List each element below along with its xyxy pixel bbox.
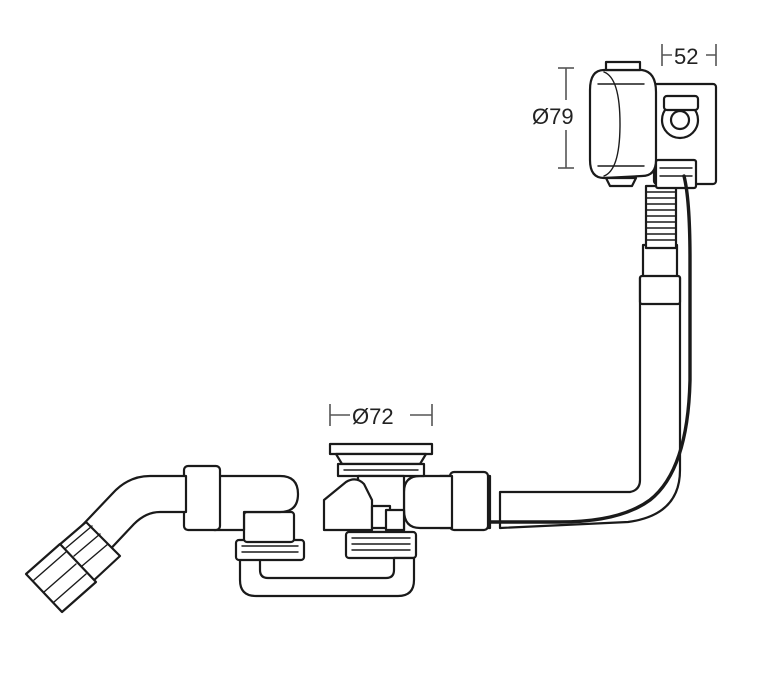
dimension-overflow-diameter: Ø79 xyxy=(530,67,586,169)
overflow-depth-label: 52 xyxy=(674,44,698,69)
outlet-pipe xyxy=(24,474,188,614)
bowden-cable xyxy=(418,174,692,524)
waste-outlet xyxy=(322,442,434,560)
overflow-head xyxy=(588,60,718,190)
overflow-diameter-label: Ø79 xyxy=(532,104,574,129)
elbow-connector xyxy=(182,464,300,532)
trap-bend xyxy=(234,510,416,598)
waste-diameter-label: Ø72 xyxy=(352,404,394,429)
horizontal-connector-pipe xyxy=(402,470,492,532)
dimension-waste-diameter: Ø72 xyxy=(329,402,433,430)
dimension-overflow-depth: 52 xyxy=(661,42,717,69)
overflow-vertical-pipe xyxy=(498,243,682,530)
flexible-hose-section xyxy=(644,184,678,250)
